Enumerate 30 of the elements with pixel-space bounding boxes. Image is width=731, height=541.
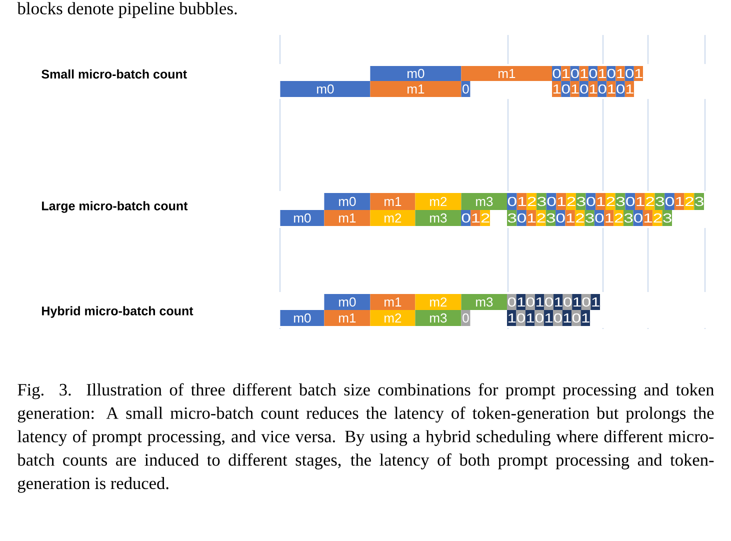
pipeline-block: 0 xyxy=(461,81,470,97)
pipeline-block: m2 xyxy=(415,294,462,310)
pipeline-block: m3 xyxy=(415,210,462,226)
pipeline-block: m1 xyxy=(370,193,416,210)
row-label: Large micro-batch count xyxy=(42,201,188,213)
pipeline-block: m0 xyxy=(280,210,324,226)
pipeline-block: m1 xyxy=(370,294,416,310)
pipeline-block: m0 xyxy=(280,81,370,97)
pipeline-block: m3 xyxy=(415,310,462,326)
row-label: Hybrid micro-batch count xyxy=(42,306,194,318)
pipeline-block: m0 xyxy=(370,66,462,81)
pipeline-block: 0 xyxy=(461,310,470,326)
pipeline-block: m1 xyxy=(324,310,370,326)
pipeline-block: m0 xyxy=(324,193,370,210)
pipeline-block: m3 xyxy=(461,294,508,310)
pipeline-block: m2 xyxy=(370,310,416,326)
pipeline-block: m1 xyxy=(324,210,370,226)
figure-caption: Fig. 3. Illustration of three different batch size combinations for prompt processing and token generation: A small micro-batch count reduces the latency of token-generation but prolongs the latency of prompt processing, and vice versa. By using a hybrid scheduling where different micro-batch counts are induced to different stages, the latency of both prompt processing and token-generation is reduced. xyxy=(17,383,714,493)
pipeline-block: m1 xyxy=(461,66,552,81)
pipeline-block: m0 xyxy=(324,294,370,310)
pipeline-block: m2 xyxy=(370,210,416,226)
caption-text: blocks denote pipeline bubbles. xyxy=(17,2,237,18)
pipeline-block: m3 xyxy=(461,193,508,210)
pipeline-block: m0 xyxy=(280,310,324,326)
token-strip: 0101010101 xyxy=(552,66,643,81)
token-strip: 30123012301230123 xyxy=(507,210,672,226)
row-label: Small micro-batch count xyxy=(42,69,187,79)
node-label: 30123012301230123 xyxy=(508,213,672,223)
pipeline-block: m2 xyxy=(415,193,462,210)
pipeline-block: m1 xyxy=(370,81,462,97)
